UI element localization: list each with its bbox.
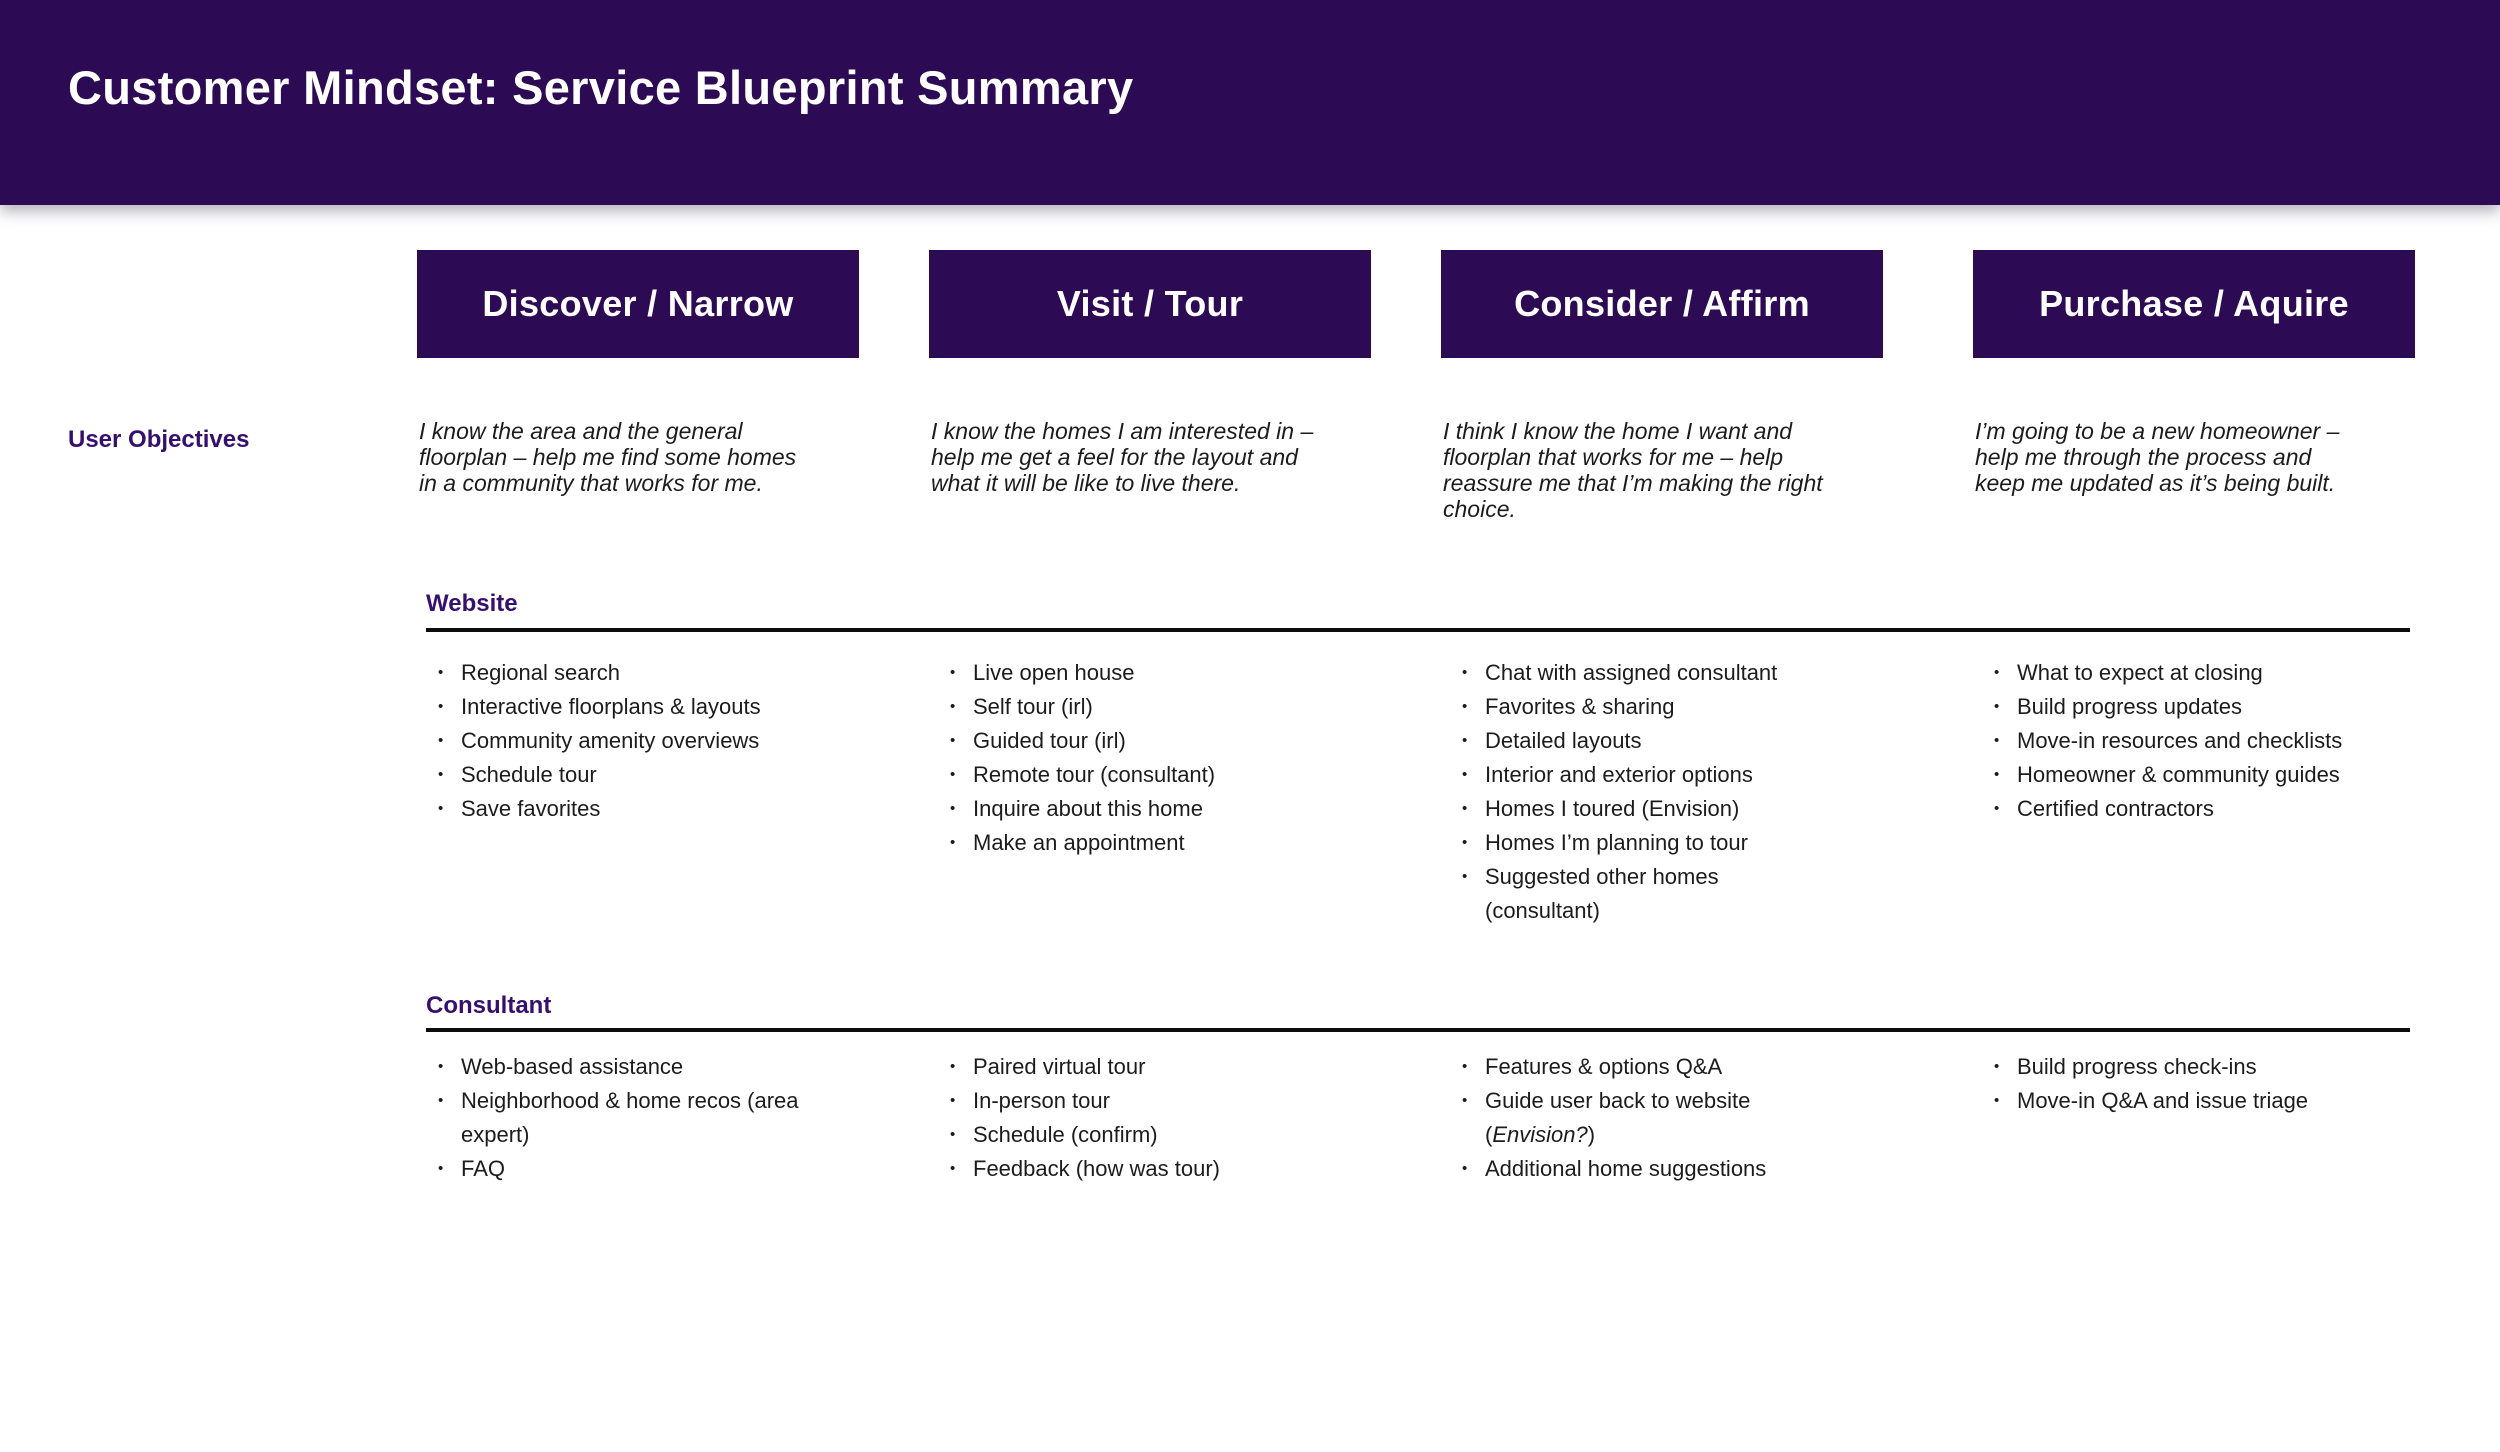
website-list-consider-affirm: Chat with assigned consultantFavorites &… bbox=[1441, 656, 1811, 928]
website-list-visit-tour: Live open houseSelf tour (irl)Guided tou… bbox=[929, 656, 1369, 860]
consultant-divider-line bbox=[426, 1028, 2410, 1032]
list-item: Homes I’m planning to tour bbox=[1441, 826, 1811, 860]
website-list-discover-narrow: Regional searchInteractive floorplans & … bbox=[417, 656, 857, 826]
header-banner: Customer Mindset: Service Blueprint Summ… bbox=[0, 0, 2500, 205]
list-item: Live open house bbox=[929, 656, 1369, 690]
list-item: In-person tour bbox=[929, 1084, 1369, 1118]
list-item: Schedule (confirm) bbox=[929, 1118, 1369, 1152]
list-item: Interactive floorplans & layouts bbox=[417, 690, 857, 724]
list-item: Inquire about this home bbox=[929, 792, 1369, 826]
website-divider-line bbox=[426, 628, 2410, 632]
objective-visit-tour: I know the homes I am interested in – he… bbox=[931, 418, 1314, 496]
list-item: Favorites & sharing bbox=[1441, 690, 1811, 724]
list-item: Suggested other homes (consultant) bbox=[1441, 860, 1811, 928]
consultant-list-discover-narrow: Web-based assistanceNeighborhood & home … bbox=[417, 1050, 857, 1186]
consultant-list-visit-tour: Paired virtual tourIn-person tourSchedul… bbox=[929, 1050, 1369, 1186]
objective-consider-affirm: I think I know the home I want and floor… bbox=[1443, 418, 1823, 522]
list-item: Homes I toured (Envision) bbox=[1441, 792, 1811, 826]
website-list-purchase-aquire: What to expect at closingBuild progress … bbox=[1973, 656, 2413, 826]
list-item: Guide user back to website (Envision?) bbox=[1441, 1084, 1811, 1152]
list-item: What to expect at closing bbox=[1973, 656, 2413, 690]
list-item: Homeowner & community guides bbox=[1973, 758, 2413, 792]
list-item: Feedback (how was tour) bbox=[929, 1152, 1369, 1186]
list-item: Schedule tour bbox=[417, 758, 857, 792]
list-item: Neighborhood & home recos (area expert) bbox=[417, 1084, 857, 1152]
consultant-list-purchase-aquire: Build progress check-insMove-in Q&A and … bbox=[1973, 1050, 2413, 1118]
list-item: Community amenity overviews bbox=[417, 724, 857, 758]
list-item: Move-in Q&A and issue triage bbox=[1973, 1084, 2413, 1118]
list-item: Move-in resources and checklists bbox=[1973, 724, 2413, 758]
list-item: Make an appointment bbox=[929, 826, 1369, 860]
list-item: Build progress check-ins bbox=[1973, 1050, 2413, 1084]
list-item: Paired virtual tour bbox=[929, 1050, 1369, 1084]
list-item: Build progress updates bbox=[1973, 690, 2413, 724]
list-item: Certified contractors bbox=[1973, 792, 2413, 826]
stage-header-consider-affirm: Consider / Affirm bbox=[1441, 250, 1883, 358]
section-label-consultant: Consultant bbox=[426, 992, 552, 1019]
list-item: Save favorites bbox=[417, 792, 857, 826]
objective-discover-narrow: I know the area and the general floorpla… bbox=[419, 418, 797, 496]
stage-header-discover-narrow: Discover / Narrow bbox=[417, 250, 859, 358]
list-item: FAQ bbox=[417, 1152, 857, 1186]
list-item: Chat with assigned consultant bbox=[1441, 656, 1811, 690]
stage-header-visit-tour: Visit / Tour bbox=[929, 250, 1371, 358]
row-label-user-objectives: User Objectives bbox=[68, 426, 250, 453]
objective-purchase-aquire: I’m going to be a new homeowner – help m… bbox=[1975, 418, 2340, 496]
list-item: Self tour (irl) bbox=[929, 690, 1369, 724]
stage-header-purchase-aquire: Purchase / Aquire bbox=[1973, 250, 2415, 358]
list-item: Additional home suggestions bbox=[1441, 1152, 1811, 1186]
list-item: Web-based assistance bbox=[417, 1050, 857, 1084]
list-item: Guided tour (irl) bbox=[929, 724, 1369, 758]
page-title: Customer Mindset: Service Blueprint Summ… bbox=[68, 61, 1134, 114]
list-item: Regional search bbox=[417, 656, 857, 690]
consultant-list-consider-affirm: Features & options Q&AGuide user back to… bbox=[1441, 1050, 1811, 1186]
list-item: Interior and exterior options bbox=[1441, 758, 1811, 792]
list-item: Detailed layouts bbox=[1441, 724, 1811, 758]
section-label-website: Website bbox=[426, 590, 518, 617]
list-item: Features & options Q&A bbox=[1441, 1050, 1811, 1084]
list-item: Remote tour (consultant) bbox=[929, 758, 1369, 792]
